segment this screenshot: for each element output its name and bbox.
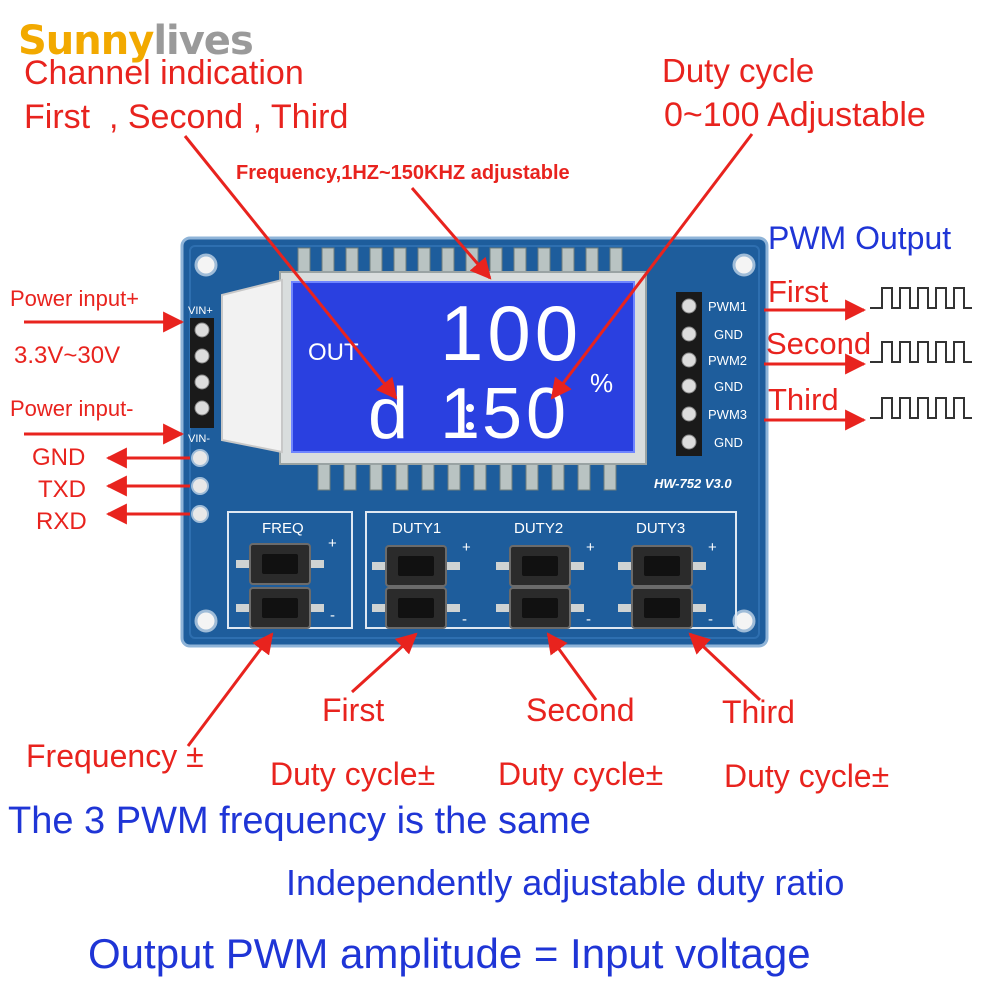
silk-minus: - [330,607,335,624]
lcd-duty-value: 50 [482,374,570,454]
gnd-label: GND [32,444,86,471]
silk-model: HW-752 V3.0 [654,476,732,491]
silk-minus: - [708,611,713,628]
tact-button[interactable] [372,587,460,629]
silk-pin-0: PWM1 [708,299,747,314]
tact-button[interactable] [496,545,584,587]
duty-pm-label-3: Duty cycle± [724,758,890,794]
silk-plus: + [708,539,717,556]
silk-plus: + [462,539,471,556]
silk-vin-minus: VIN- [188,433,210,445]
silk-pin-5: GND [714,435,743,450]
pwm-output-label: PWM Output [768,220,952,256]
mount-hole [732,253,756,277]
tact-button[interactable] [618,587,706,629]
lcd-percent: % [590,368,613,398]
silk-btn-duty1: DUTY1 [392,520,441,537]
rxd-label: RXD [36,508,87,535]
silk-plus: + [328,535,337,552]
tact-button[interactable] [496,587,584,629]
annotation-arrows [24,133,867,747]
brand-part1: Sunny [18,18,154,64]
button-second-label: Second [526,692,635,728]
channel-order-label: First , Second , Third [24,98,349,136]
silk-vin-plus: VIN+ [188,305,213,317]
voltage-label: 3.3V~30V [14,342,121,369]
button-first-label: First [322,692,385,728]
pad-rxd [191,505,209,523]
mount-hole [732,609,756,633]
txd-label: TXD [38,476,86,503]
silk-minus: - [586,611,591,628]
output-first-label: First [768,274,829,309]
tact-button[interactable] [372,545,460,587]
tact-button[interactable] [618,545,706,587]
button-third-label: Third [722,694,795,730]
duty-pm-label-2: Duty cycle± [498,756,664,792]
silk-btn-duty3: DUTY3 [636,520,685,537]
silk-pin-3: GND [714,379,743,394]
silk-plus: + [586,539,595,556]
silk-pin-4: PWM3 [708,407,747,422]
frequency-pm-label: Frequency ± [26,738,204,774]
power-minus-label: Power input- [10,396,134,421]
pad-txd [191,477,209,495]
channel-indication-label: Channel indication [24,54,304,92]
tact-button[interactable] [236,587,324,629]
silk-pin-1: GND [714,327,743,342]
pad-gnd [191,449,209,467]
note-independent-duty: Independently adjustable duty ratio [286,862,845,903]
duty-range-label: 0~100 Adjustable [664,96,926,134]
silk-minus: - [462,611,467,628]
silk-btn-duty2: DUTY2 [514,520,563,537]
duty-pm-label-1: Duty cycle± [270,756,436,792]
note-amplitude: Output PWM amplitude = Input voltage [88,930,811,977]
brand-part2: lives [153,18,253,64]
duty-cycle-label: Duty cycle [662,52,815,89]
output-third-label: Third [768,382,839,417]
frequency-range-label: Frequency,1HZ~150KHZ adjustable [236,162,570,184]
mount-hole [194,253,218,277]
mount-hole [194,609,218,633]
output-second-label: Second [766,326,872,361]
left-header [190,318,214,428]
note-same-frequency: The 3 PWM frequency is the same [8,800,591,842]
right-header [676,292,702,456]
pwm-wave-icons [870,287,972,419]
silk-pin-2: PWM2 [708,353,747,368]
silk-btn-freq: FREQ [262,520,304,537]
backlight-tab [221,278,283,454]
lcd-frequency-value: 100 [440,289,582,377]
tact-button[interactable] [236,543,324,585]
brand-logo: Sunnylives [18,18,254,64]
power-plus-label: Power input+ [10,286,140,311]
lcd-channel-number: 1 [440,374,480,454]
